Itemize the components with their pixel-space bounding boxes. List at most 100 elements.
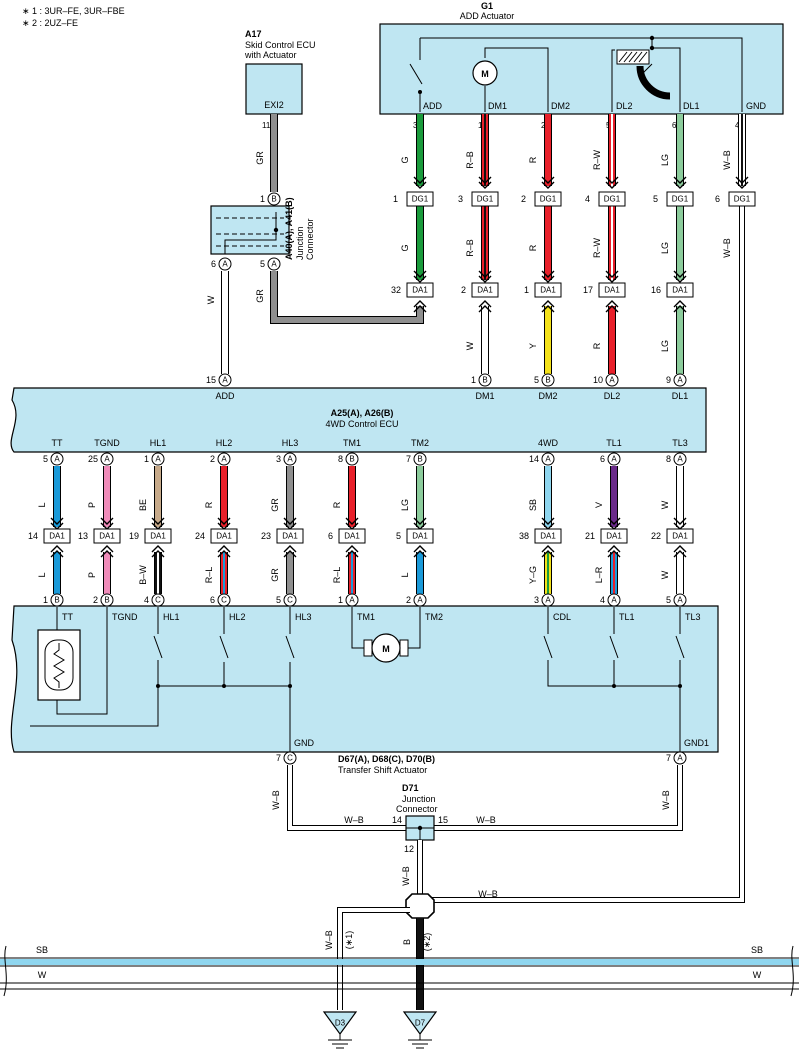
tsa-pin-label-3: HL2 xyxy=(229,612,246,622)
low-wire-top-code-8: V xyxy=(594,502,604,508)
low-da1-box-6-label: DA1 xyxy=(412,532,428,541)
ecu-top-pinnum-0: 15 xyxy=(206,375,216,385)
4wd-control-ecu: A25(A), A26(B) 4WD Control ECU xyxy=(10,387,707,453)
da1-up-chev2-4 xyxy=(673,300,687,313)
a40-out-code: GR xyxy=(255,289,265,303)
low-chev-up-4 xyxy=(283,545,297,558)
tsa-pinnum-7: 3 xyxy=(534,595,539,605)
low-da1-box-3 xyxy=(210,528,238,544)
g1-box xyxy=(379,23,784,115)
low-da1-box-8-label: DA1 xyxy=(606,532,622,541)
dg1-box-1 xyxy=(471,191,499,207)
ecu-bot-pin-6-letter: B xyxy=(417,455,422,464)
da1-up-box-0-label: DA1 xyxy=(412,286,428,295)
a17-id: A17 xyxy=(245,29,262,39)
a40-junction-connector: A40(A), A41(B) Junction Connector xyxy=(210,197,315,260)
a40-da1-wire xyxy=(271,271,423,323)
g1-sensor-leads xyxy=(611,47,681,112)
dg1-box-3-label: DG1 xyxy=(604,195,621,204)
ecu-top-pin-0-letter: A xyxy=(222,376,228,385)
tsa-pinnum-3: 6 xyxy=(210,595,215,605)
ecu-top-pin-4-letter: A xyxy=(677,376,683,385)
da1-up-chev2-2 xyxy=(541,300,555,313)
low-chev-up-3 xyxy=(217,545,231,558)
tsa-motor-label: M xyxy=(382,644,390,654)
da1-up-pin-0: 32 xyxy=(391,285,401,295)
dg1-da1-code-2: R xyxy=(528,244,538,251)
ecu-bot-pin-5 xyxy=(345,452,359,466)
low-chev-up-8 xyxy=(607,545,621,558)
g1-pinnum-dm1: 1 xyxy=(478,121,483,130)
g1-pinnum-gnd: 4 xyxy=(735,121,740,130)
a17-pin-num: 11 xyxy=(262,121,271,130)
tsa-pin-0 xyxy=(50,593,64,607)
tsa-gnd-pin xyxy=(283,751,297,765)
low-wire-bot-code-1: P xyxy=(87,572,97,578)
low-da1-pin-4: 23 xyxy=(261,531,271,541)
low-wire-top-code-5: R xyxy=(332,501,342,508)
g1-add-switch-blade xyxy=(409,63,423,85)
da1-up-chevron-3 xyxy=(605,270,619,283)
tsa-pin-label-6: TM2 xyxy=(425,612,443,622)
tsa-pin-9 xyxy=(673,593,687,607)
wb-right-horizontal-code: W–B xyxy=(478,889,498,899)
g1-sensor-arc xyxy=(636,65,671,100)
a40-id: A40(A), A41(B) xyxy=(284,197,294,260)
low-wire-bot-code-4: GR xyxy=(270,568,280,582)
ecu-bot-pin-5-letter: B xyxy=(349,455,354,464)
da1-up-chevron-1 xyxy=(478,270,492,283)
da1-up-box-3 xyxy=(598,282,626,298)
da1-up-box-2-label: DA1 xyxy=(540,286,556,295)
a40-pin-left-letter: A xyxy=(222,260,228,269)
da1-up-pin-4: 16 xyxy=(651,285,661,295)
ecu-bot-label-6: TM2 xyxy=(411,438,429,448)
ecu-box xyxy=(10,387,707,453)
gnd-wire-right xyxy=(434,765,682,830)
ecu-bot-pin-1 xyxy=(100,452,114,466)
low-wire-bot-code-6: L xyxy=(400,572,410,577)
g1-pinnum-add: 3 xyxy=(413,121,418,130)
g1-pin-dm1: DM1 xyxy=(488,101,507,111)
tsa-pin-1-letter: B xyxy=(104,596,109,605)
low-da1-box-5-label: DA1 xyxy=(344,532,360,541)
ecu-top-label-0: ADD xyxy=(215,391,235,401)
d7-wire-code: B xyxy=(402,939,412,945)
dg1-pin-3: 4 xyxy=(585,194,590,204)
low-wire-top-code-9: W xyxy=(660,500,670,509)
ecu-bot-label-0: TT xyxy=(52,438,63,448)
low-da1-pin-1: 13 xyxy=(78,531,88,541)
a17-box xyxy=(245,63,303,115)
ecu-top-label-3: DL2 xyxy=(604,391,621,401)
transfer-shift-actuator: D67(A), D68(C), D70(B) Transfer Shift Ac… xyxy=(10,605,719,775)
d7-ground-symbol xyxy=(402,1011,438,1036)
d71-name-1: Junction xyxy=(402,794,436,804)
ecu-top-pin-1-letter: B xyxy=(482,376,487,385)
tsa-gnd-pin-letter: C xyxy=(287,754,293,763)
low-da1-pin-0: 14 xyxy=(28,531,38,541)
low-da1-box-8 xyxy=(600,528,628,544)
ecu-bot-pin-9-letter: A xyxy=(677,455,683,464)
low-da1-pin-2: 19 xyxy=(129,531,139,541)
low-da1-pin-9: 22 xyxy=(651,531,661,541)
low-wire-bot-code-0: L xyxy=(37,572,47,577)
ecu-top-pin-3 xyxy=(605,373,619,387)
low-wire-top-code-7: SB xyxy=(528,499,538,511)
tsa-pin-6 xyxy=(413,593,427,607)
ecu-top-pin-4 xyxy=(673,373,687,387)
dg1-box-4 xyxy=(666,191,694,207)
low-da1-pin-8: 21 xyxy=(585,531,595,541)
low-chev-up-5 xyxy=(345,545,359,558)
tsa-pin-7 xyxy=(541,593,555,607)
g1-wire-code-4: LG xyxy=(660,154,670,166)
low-da1-box-0 xyxy=(43,528,71,544)
tsa-pin-3 xyxy=(217,593,231,607)
tsa-thermistor-zigzag xyxy=(53,643,65,688)
tsa-pin-4-letter: C xyxy=(287,596,293,605)
tsa-motor-icon xyxy=(371,633,401,663)
tsa-hl-switch-blades xyxy=(153,635,295,659)
ecu-bot-pin-3-letter: A xyxy=(221,455,227,464)
dg1-pin-4: 5 xyxy=(653,194,658,204)
low-da1-box-7 xyxy=(534,528,562,544)
tsa-pinnum-9: 5 xyxy=(666,595,671,605)
tsa-pin-0-letter: B xyxy=(54,596,59,605)
